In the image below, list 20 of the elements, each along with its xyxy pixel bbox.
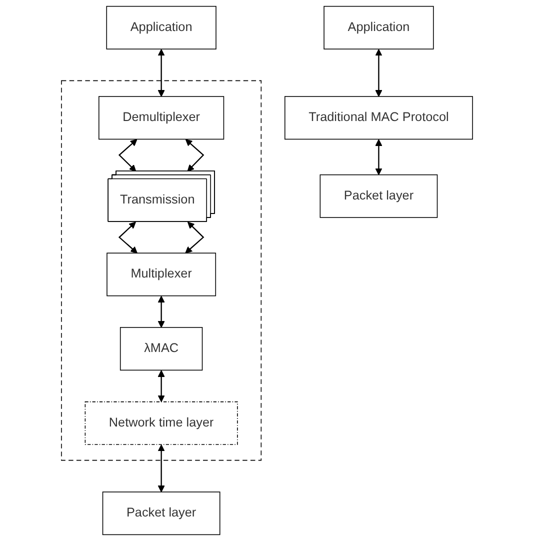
arrow [158, 49, 165, 97]
arrow [375, 139, 382, 176]
arrow [118, 139, 138, 172]
node-box: Traditional MAC Protocol [284, 96, 473, 140]
node-box: Demultiplexer [98, 96, 224, 140]
node-box: λMAC [120, 327, 203, 371]
node-box: Multiplexer [106, 252, 216, 296]
node-box: Packet layer [102, 492, 220, 536]
arrow [118, 222, 138, 254]
arrow [158, 296, 165, 328]
node-box: Application [324, 6, 434, 50]
cluster [61, 80, 262, 461]
node-box: Application [106, 6, 216, 50]
arrow [185, 139, 204, 172]
arrow [158, 370, 165, 402]
node-box: Packet layer [320, 174, 438, 218]
arrow [158, 444, 165, 492]
arrow [185, 222, 204, 254]
node-box: Network time layer [84, 401, 238, 445]
arrow [375, 49, 382, 97]
